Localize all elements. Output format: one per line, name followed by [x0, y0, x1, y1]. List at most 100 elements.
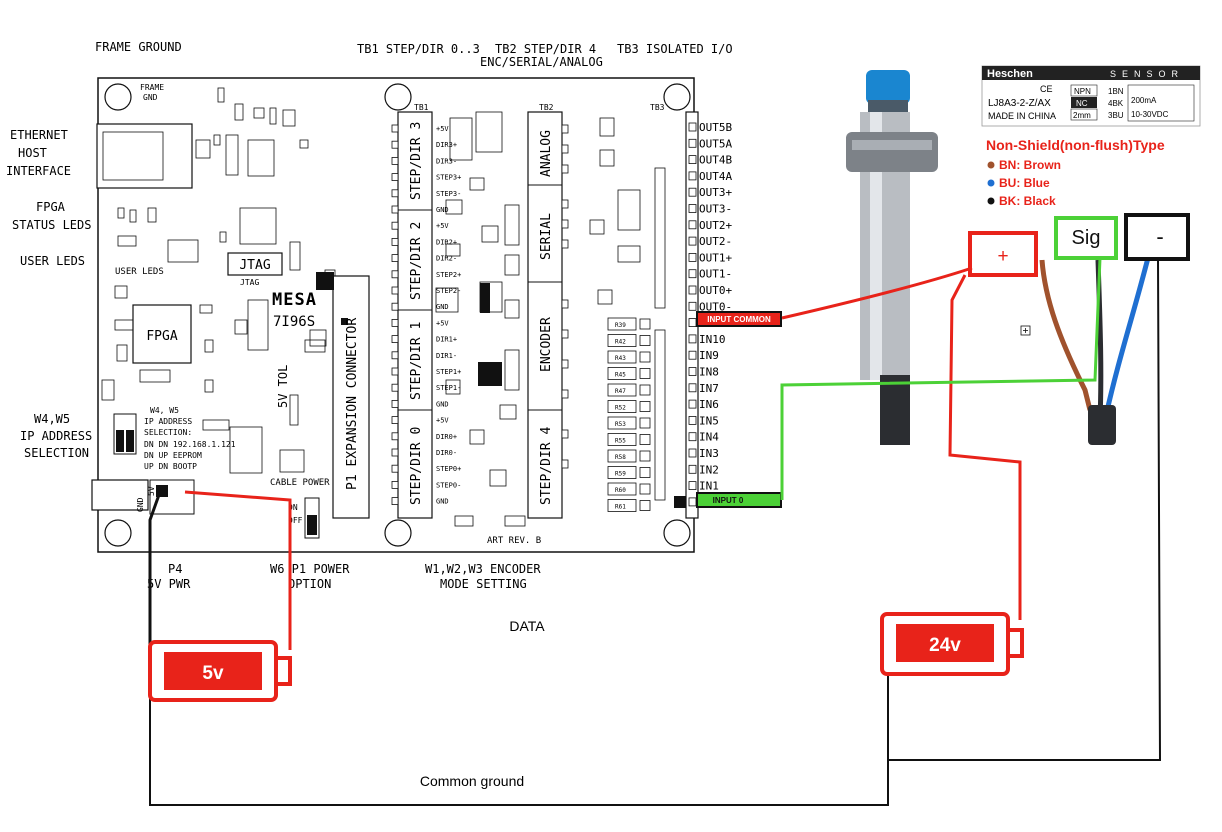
tb3-screw — [688, 415, 697, 425]
p1-expansion-connector — [332, 275, 370, 519]
resistor-led — [639, 417, 651, 429]
sensor-model: LJ8A3-2-Z/AX — [988, 98, 1051, 109]
sensor-wire-sleeve — [1088, 405, 1116, 445]
ip-block-line-2: IP ADDRESS — [144, 417, 192, 426]
tb1-screw — [391, 140, 399, 149]
resistor-body — [607, 400, 637, 413]
common-ground-label: Common ground — [420, 773, 524, 789]
tb3-screw — [688, 187, 697, 197]
tb1-pin-label: DIR3+ — [436, 141, 457, 149]
resistor-body — [607, 416, 637, 430]
sensor-pin-3: 3BU — [1108, 111, 1124, 120]
fpga-chip — [132, 304, 192, 364]
mount-hole-bl — [104, 519, 132, 547]
io-components — [589, 117, 666, 501]
mount-hole-tr — [663, 83, 691, 111]
tb1-screw — [391, 318, 399, 327]
tb1-pin-label: GND — [436, 303, 449, 311]
w6-on: ON — [288, 503, 298, 512]
resistor-label: R42 — [615, 339, 626, 346]
tb3-pin-label: IN10 — [699, 333, 726, 346]
wire-minus-to-24v-neg — [887, 257, 1162, 761]
plus-terminal-box — [968, 231, 1038, 277]
tb3-screw — [688, 497, 697, 507]
tb2-label: TB2 STEP/DIR 4 — [495, 42, 596, 56]
sensor-npn: NPN — [1074, 87, 1091, 96]
w4w5-label-2: IP ADDRESS — [20, 429, 92, 443]
tb1-pin-label: DIR2- — [436, 255, 457, 263]
tb1-pin-label: DIR0+ — [436, 433, 457, 441]
resistor-led — [639, 384, 651, 396]
sensor-ce: CE — [1040, 84, 1053, 94]
p4-label-2: 5V PWR — [147, 577, 191, 591]
resistor-body — [607, 334, 637, 347]
sensor-label-card: Heschen SENSOR CE LJ8A3-2-Z/AX MADE IN C… — [981, 65, 1201, 127]
resistor-label: R60 — [615, 487, 626, 494]
tb3-screw — [688, 236, 697, 246]
tb3-screw — [688, 220, 697, 230]
p1-expansion-label: P1 EXPANSION CONNECTOR — [345, 318, 360, 490]
tb3-pin-label: IN2 — [699, 463, 719, 476]
wire-plus-to-24v — [948, 274, 1022, 620]
tb1-screw — [391, 399, 399, 408]
ethernet-jack — [96, 123, 193, 189]
board-model: 7I96S — [273, 314, 315, 330]
battery-5v: 5v — [148, 640, 292, 702]
tb1-pin-label: DIR2+ — [436, 238, 457, 246]
tb1-screw — [391, 302, 399, 311]
wire-input0-to-sig — [780, 257, 1102, 500]
tb1-screw — [391, 383, 399, 392]
battery-5v-label: 5v — [202, 663, 224, 684]
sig-terminal-box — [1054, 216, 1118, 260]
w6-label-2: OPTION — [288, 577, 331, 591]
sensor-dist: 2mm — [1073, 111, 1091, 120]
tb1-pin-label: +5V — [436, 125, 449, 133]
ethernet-label-2: HOST — [18, 146, 47, 160]
tb1-screw — [391, 335, 399, 344]
p4-label-1: P4 — [168, 562, 182, 576]
sensor-brand-tag: SENSOR — [1110, 69, 1184, 79]
wire-common-ground — [149, 690, 889, 806]
black-dot-icon — [987, 197, 995, 205]
tb3-screw — [688, 432, 697, 442]
tb1-screw — [391, 286, 399, 295]
tb3-screw — [688, 301, 697, 311]
middle-ic-black — [478, 362, 502, 386]
tb1-pin-label: DIR0- — [436, 449, 457, 457]
tb1-screw — [391, 237, 399, 246]
tb3-pin-label: OUT2+ — [699, 219, 732, 232]
w123-label-2: MODE SETTING — [440, 577, 527, 591]
battery-24v: 24v — [880, 612, 1024, 676]
resistor-body — [607, 317, 637, 331]
tb1-screw — [391, 367, 399, 376]
ip-address-block: W4, W5 IP ADDRESS SELECTION: DN DN 192.1… — [113, 406, 236, 471]
wire-legend-black: BK: Black — [999, 194, 1056, 208]
sensor-made-in: MADE IN CHINA — [988, 111, 1056, 121]
resistor-body — [607, 499, 637, 512]
tb3-screw — [688, 285, 697, 295]
minus-terminal-label: - — [1156, 224, 1163, 249]
resistor-body — [607, 367, 637, 380]
tb3-screw — [688, 252, 697, 262]
sensor-brand: Heschen — [987, 68, 1033, 80]
tb3-pin-label: OUT5A — [699, 137, 732, 150]
battery-24v-label: 24v — [929, 635, 961, 656]
tb1-stepdir0: STEP/DIR 0 — [409, 427, 424, 505]
p4-connector — [91, 479, 149, 511]
input-common-callout — [696, 311, 782, 327]
tb3-pin-label: OUT5B — [699, 121, 732, 134]
plus-terminal-label: + — [997, 246, 1008, 267]
sensor-rating-2: 10-30VDC — [1131, 110, 1169, 119]
jtag-small-label: JTAG — [240, 278, 259, 287]
tb3-pin-label: OUT3- — [699, 203, 732, 216]
tb1-screw — [391, 448, 399, 457]
tb1-screw — [391, 351, 399, 360]
tb1-screw — [391, 270, 399, 279]
resistor-led — [639, 434, 651, 445]
resistor-led — [639, 483, 651, 495]
sensor-rating-1: 200mA — [1131, 96, 1157, 105]
tb2-silk: TB2 — [539, 103, 554, 112]
tb3-pin-label: IN6 — [699, 398, 719, 411]
ethernet-label-1: ETHERNET — [10, 128, 68, 142]
